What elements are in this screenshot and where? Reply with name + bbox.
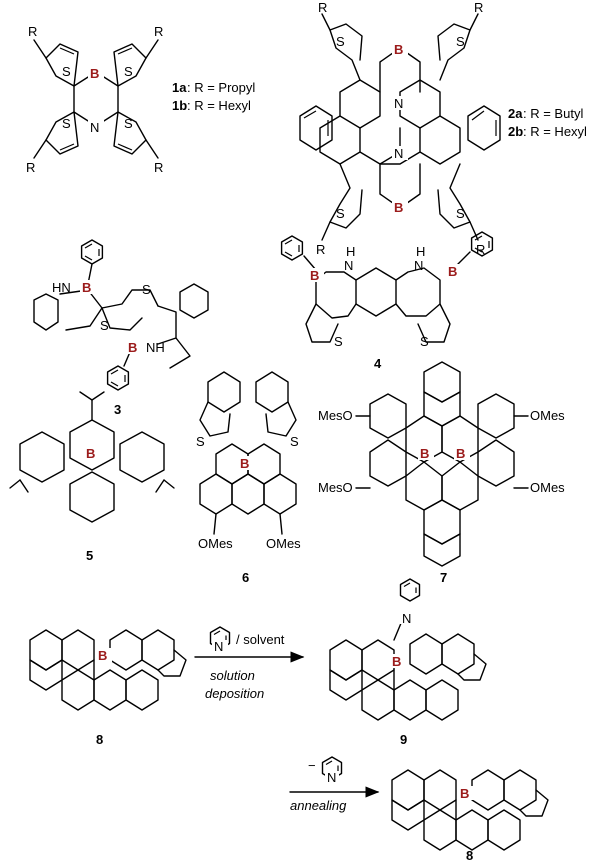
- substituent-omes: OMes: [530, 480, 565, 495]
- compound-3-structure: [33, 239, 209, 391]
- atom-n: N: [394, 146, 403, 161]
- atom-s: S: [336, 34, 345, 49]
- atom-r: R: [316, 242, 325, 257]
- compound-1b-label: 1b: [172, 98, 187, 113]
- compound-4-structure: [280, 231, 494, 343]
- compound-8-structure: [29, 629, 187, 711]
- atom-s: S: [456, 206, 465, 221]
- reagent-solvent: / solvent: [236, 632, 285, 647]
- atom-s: S: [336, 206, 345, 221]
- condition-annealing: annealing: [290, 798, 347, 813]
- atom-r: R: [318, 0, 327, 15]
- compound-4-label: 4: [374, 356, 382, 371]
- atom-nh: NH: [146, 340, 165, 355]
- atom-b: B: [420, 446, 429, 461]
- compound-7-label: 7: [440, 570, 447, 585]
- atom-h: H: [346, 244, 355, 259]
- atom-b: B: [98, 648, 107, 663]
- compound-2-structure: [299, 13, 501, 241]
- atom-s: S: [290, 434, 299, 449]
- compound-1a-label: 1a: [172, 80, 187, 95]
- atom-s: S: [420, 334, 429, 349]
- compound-6-label: 6: [242, 570, 249, 585]
- reaction-arrow-2: [289, 756, 380, 798]
- reaction-arrow-1: [194, 626, 305, 663]
- atom-h: H: [416, 244, 425, 259]
- substituent-omes: OMes: [530, 408, 565, 423]
- compound-2a-label: 2a: [508, 106, 523, 121]
- atom-s: S: [100, 318, 109, 333]
- substituent-omes: OMes: [266, 536, 301, 551]
- atom-b: B: [392, 654, 401, 669]
- atom-r: R: [154, 160, 163, 175]
- compound-5-structure: [9, 391, 175, 523]
- compound-3-label: 3: [114, 402, 121, 417]
- compound-1-structure: [33, 39, 159, 159]
- compound-7-structure: [355, 361, 529, 567]
- atom-b: B: [456, 446, 465, 461]
- atom-n: N: [327, 770, 336, 785]
- substituent-meso: MesO: [318, 480, 353, 495]
- atom-s: S: [456, 34, 465, 49]
- atom-b: B: [394, 200, 403, 215]
- atom-b: B: [128, 340, 137, 355]
- compound-9-structure: [329, 578, 487, 721]
- compound-6-structure: [199, 371, 297, 535]
- atom-s: S: [334, 334, 343, 349]
- compound-2b-text: : R = Hexyl: [523, 124, 587, 139]
- atom-n: N: [344, 258, 353, 273]
- atom-s: S: [124, 116, 133, 131]
- substituent-omes: OMes: [198, 536, 233, 551]
- atom-r: R: [474, 0, 483, 15]
- atom-s: S: [196, 434, 205, 449]
- atom-b: B: [310, 268, 319, 283]
- atom-s: S: [124, 64, 133, 79]
- compound-2a-text: : R = Butyl: [523, 106, 583, 121]
- atom-s: S: [62, 64, 71, 79]
- compound-8-product-structure: [391, 769, 549, 851]
- atom-b: B: [90, 66, 99, 81]
- compound-5-label: 5: [86, 548, 93, 563]
- compound-1a-text: : R = Propyl: [187, 80, 255, 95]
- compound-8-product-label: 8: [466, 848, 473, 863]
- atom-r: R: [476, 242, 485, 257]
- condition-deposition: deposition: [205, 686, 264, 701]
- atom-b: B: [448, 264, 457, 279]
- atom-hn: HN: [52, 280, 71, 295]
- atom-n: N: [414, 258, 423, 273]
- atom-n: N: [214, 639, 223, 654]
- atom-b: B: [82, 280, 91, 295]
- atom-b: B: [394, 42, 403, 57]
- compound-1b-text: : R = Hexyl: [187, 98, 251, 113]
- condition-solution: solution: [210, 668, 255, 683]
- atom-b: B: [86, 446, 95, 461]
- atom-r: R: [26, 160, 35, 175]
- compound-8-label: 8: [96, 732, 103, 747]
- atom-s: S: [62, 116, 71, 131]
- atom-r: R: [28, 24, 37, 39]
- atom-r: R: [154, 24, 163, 39]
- substituent-meso: MesO: [318, 408, 353, 423]
- reagent-minus: −: [308, 758, 316, 773]
- atom-n: N: [90, 120, 99, 135]
- atom-n: N: [394, 96, 403, 111]
- compound-2b-label: 2b: [508, 124, 523, 139]
- compound-9-label: 9: [400, 732, 407, 747]
- atom-b: B: [460, 786, 469, 801]
- atom-n: N: [402, 611, 411, 626]
- atom-b: B: [240, 456, 249, 471]
- atom-s: S: [142, 282, 151, 297]
